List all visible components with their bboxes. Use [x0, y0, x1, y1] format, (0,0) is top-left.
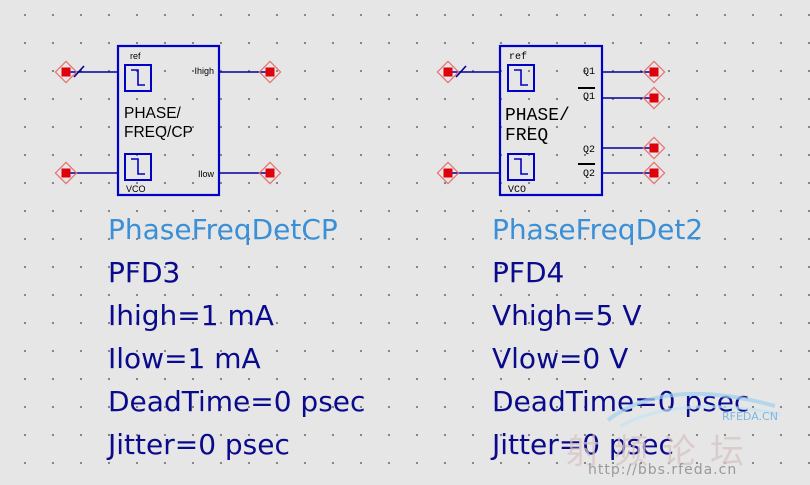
pfd3-ilow-label: Ilow: [198, 169, 215, 179]
pfd3-title-line1: PHASE/: [124, 105, 182, 122]
watermark-url: http://bbs.rfeda.cn: [588, 462, 738, 478]
pfd4-ref-label: ref: [509, 51, 527, 63]
pfd4-q1bar-label: Q1: [583, 92, 595, 103]
pfd3-param[interactable]: Ilow=1 mA: [108, 342, 261, 375]
pfd3-param[interactable]: DeadTime=0 psec: [108, 385, 366, 418]
watermark-cn-text: 射频论坛: [566, 432, 758, 472]
watermark-brand: RFEDA.CN: [722, 410, 778, 423]
pfd4-q2bar-label: Q2: [583, 169, 595, 180]
bus-slash-icon: [73, 65, 85, 78]
pulse-icon: [124, 64, 152, 92]
pulse-icon: [124, 153, 152, 181]
pfd3-param[interactable]: Ihigh=1 mA: [108, 299, 274, 332]
pfd3-component-name[interactable]: PhaseFreqDetCP: [108, 213, 338, 246]
pfd3-ihigh-label: Ihigh: [194, 66, 214, 76]
pfd3-body: [116, 44, 221, 197]
pfd3-vco-label: VCO: [126, 184, 146, 194]
pulse-icon: [507, 153, 535, 181]
pfd4-vco-label: VCO: [508, 185, 526, 196]
pfd4-q1-label: Q1: [583, 67, 595, 78]
pfd4-title-line2: FREQ: [505, 126, 548, 146]
pfd4-title-line1: PHASE/: [505, 106, 570, 126]
pfd3-ref-label: ref: [130, 51, 141, 61]
pfd4-param[interactable]: Jitter=0 psec: [492, 428, 674, 461]
pfd4-instance-id[interactable]: PFD4: [492, 256, 565, 289]
pfd3-instance-id[interactable]: PFD3: [108, 256, 181, 289]
pfd3-symbol[interactable]: ref VCO PHASE/ FREQ/CP Ihigh Ilow: [54, 44, 282, 197]
watermark-logo-icon: [606, 391, 781, 428]
pfd4-body: [498, 44, 604, 197]
bus-slash-icon: [455, 65, 467, 78]
pulse-icon: [507, 64, 535, 92]
pfd4-q2-label: Q2: [583, 145, 595, 156]
pfd4-symbol[interactable]: ref VCO PHASE/ FREQ Q1 Q1 Q2 Q2: [436, 44, 666, 197]
pfd4-component-name[interactable]: PhaseFreqDet2: [492, 213, 704, 246]
pfd4-param[interactable]: Vlow=0 V: [492, 342, 629, 375]
pfd3-param[interactable]: Jitter=0 psec: [108, 428, 290, 461]
pfd4-param[interactable]: Vhigh=5 V: [492, 299, 642, 332]
pfd3-title-line2: FREQ/CP: [124, 124, 193, 141]
